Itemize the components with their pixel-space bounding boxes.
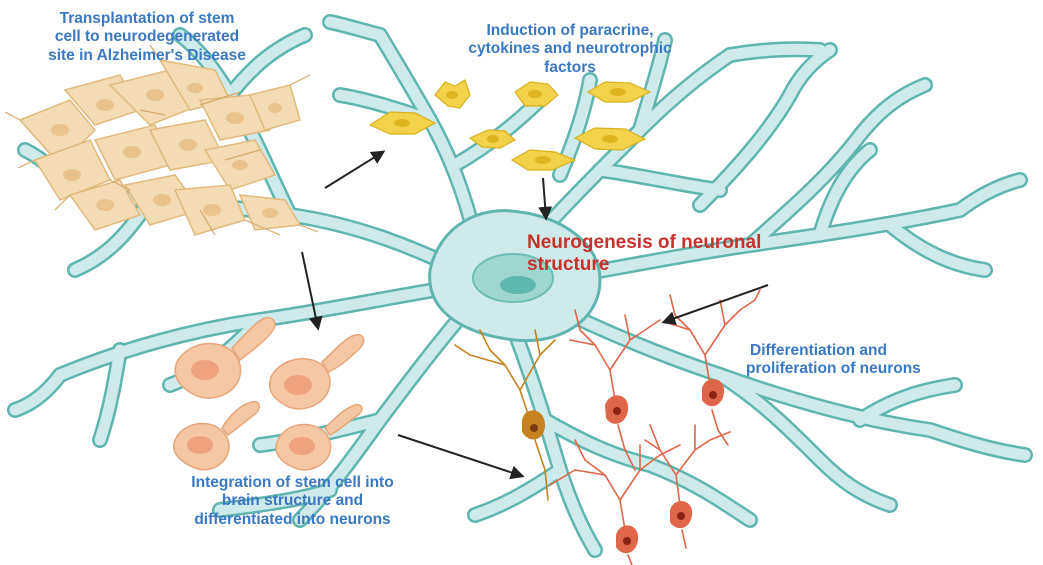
- arrow-transplant-to-factors: [325, 152, 383, 188]
- label-transplantation-line3: site in Alzheimer's Disease: [4, 47, 290, 65]
- label-integration-line3: differentiated into neurons: [140, 511, 445, 529]
- neuron-nucleolus: [500, 276, 536, 294]
- label-integration-line2: brain structure and: [140, 492, 445, 510]
- label-neurogenesis-line2: structure: [527, 254, 827, 276]
- label-differentiation: Differentiation and proliferation of neu…: [746, 342, 996, 379]
- label-induction-line1: Induction of paracrine,: [430, 22, 710, 40]
- label-integration: Integration of stem cell into brain stru…: [140, 474, 445, 529]
- arrow-differentiation: [664, 285, 768, 322]
- label-transplantation-line2: cell to neurodegenerated: [4, 28, 290, 46]
- label-induction-line3: factors: [430, 59, 710, 77]
- label-neurogenesis: Neurogenesis of neuronal structure: [527, 232, 827, 277]
- label-transplantation: Transplantation of stem cell to neurodeg…: [4, 10, 290, 65]
- label-differentiation-line1: Differentiation and: [746, 342, 996, 360]
- arrow-factors-to-neurogenesis: [543, 178, 546, 218]
- label-differentiation-line2: proliferation of neurons: [746, 360, 996, 378]
- label-integration-line1: Integration of stem cell into: [140, 474, 445, 492]
- label-neurogenesis-line1: Neurogenesis of neuronal: [527, 232, 827, 254]
- stem-cell-cluster: [20, 60, 300, 235]
- arrow-integration-to-new-neurons: [398, 435, 522, 476]
- label-induction-line2: cytokines and neurotrophic: [430, 40, 710, 58]
- label-transplantation-line1: Transplantation of stem: [4, 10, 290, 28]
- label-induction: Induction of paracrine, cytokines and ne…: [430, 22, 710, 77]
